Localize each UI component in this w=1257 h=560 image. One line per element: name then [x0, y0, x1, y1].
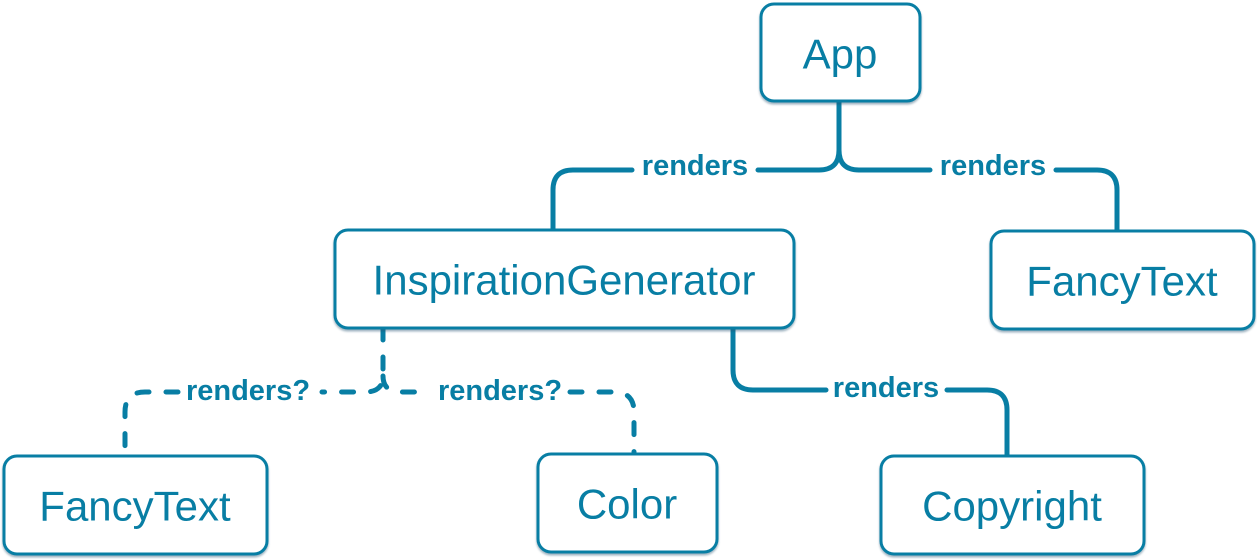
edge-label-renders-question-left: renders? [186, 375, 310, 407]
node-fancy-text-right-label: FancyText [1026, 258, 1218, 305]
node-inspiration-generator: InspirationGenerator [333, 228, 796, 330]
edge-label-renders-bottom: renders [833, 372, 939, 404]
node-color-label: Color [577, 481, 677, 528]
node-app-label: App [803, 31, 878, 78]
solid-edges [550, 97, 1120, 458]
node-copyright-label: Copyright [922, 483, 1102, 530]
edge-label-renders-right: renders [940, 150, 1046, 182]
node-inspiration-generator-box [333, 228, 796, 330]
dashed-edges [122, 325, 637, 458]
node-fancy-text-right: FancyText [989, 229, 1256, 331]
edge-label-renders-left: renders [642, 150, 748, 182]
node-copyright: Copyright [879, 454, 1146, 556]
node-fancy-text-right-box [989, 229, 1256, 331]
edge-label-renders-question-right: renders? [438, 375, 562, 407]
node-app: App [759, 2, 922, 103]
node-color: Color [536, 452, 719, 554]
node-fancy-text-bottom-label: FancyText [39, 483, 231, 530]
edge-app-to-fancytext [836, 147, 1120, 233]
edge-inspirationgenerator-to-fancytext-optional [122, 325, 386, 458]
node-color-box [536, 452, 719, 554]
node-inspiration-generator-label: InspirationGenerator [373, 257, 756, 304]
node-fancy-text-bottom-box [2, 454, 269, 556]
node-app-box [759, 2, 922, 103]
node-fancy-text-bottom: FancyText [2, 454, 269, 556]
edge-inspirationgenerator-to-color-optional [380, 373, 637, 457]
node-copyright-box [879, 454, 1146, 556]
edge-inspirationgenerator-to-copyright [730, 325, 1010, 458]
